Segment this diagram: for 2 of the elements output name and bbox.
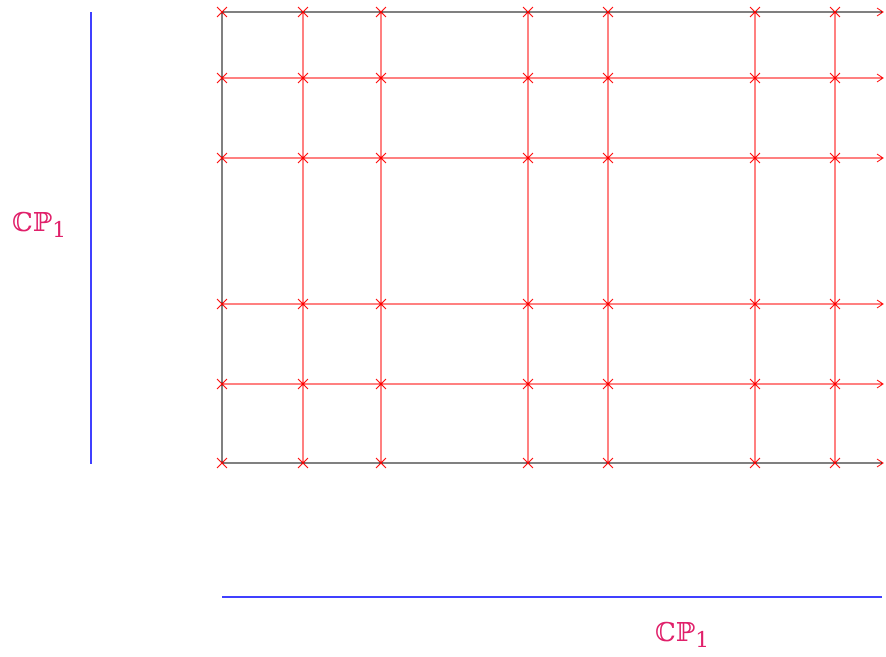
axis-label: ℂℙ$_{1}$ xyxy=(12,210,66,242)
axis-label: ℂℙ$_{1}$ xyxy=(655,620,710,652)
